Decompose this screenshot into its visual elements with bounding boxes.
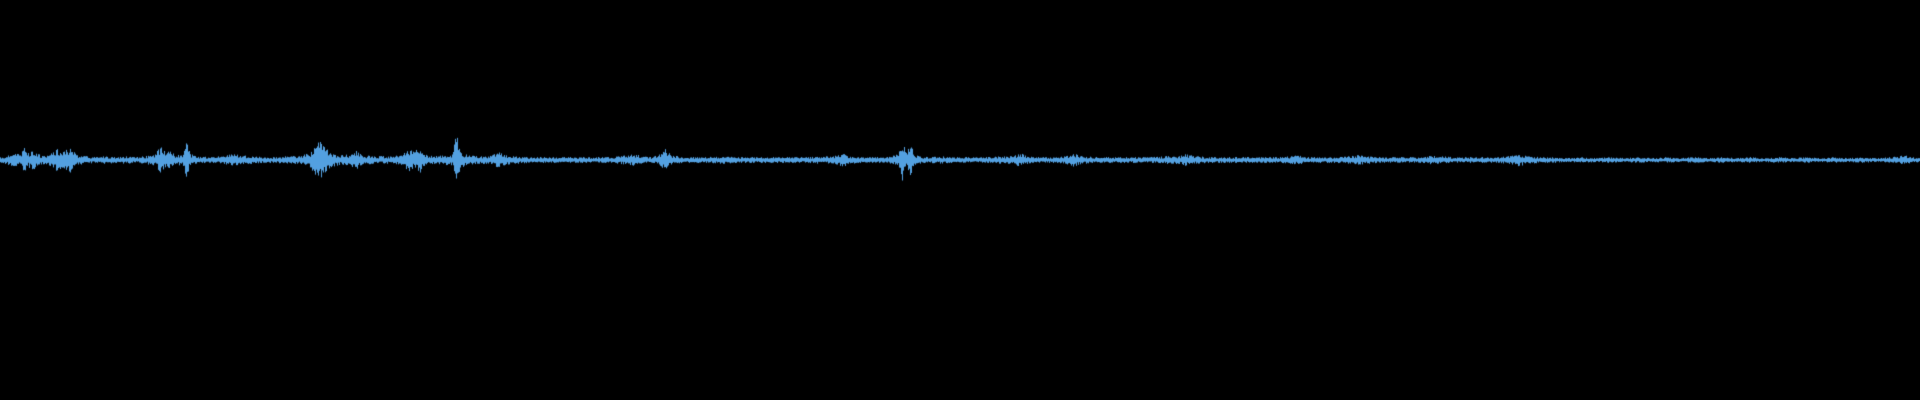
waveform-canvas	[0, 0, 1920, 400]
waveform-display	[0, 0, 1920, 400]
